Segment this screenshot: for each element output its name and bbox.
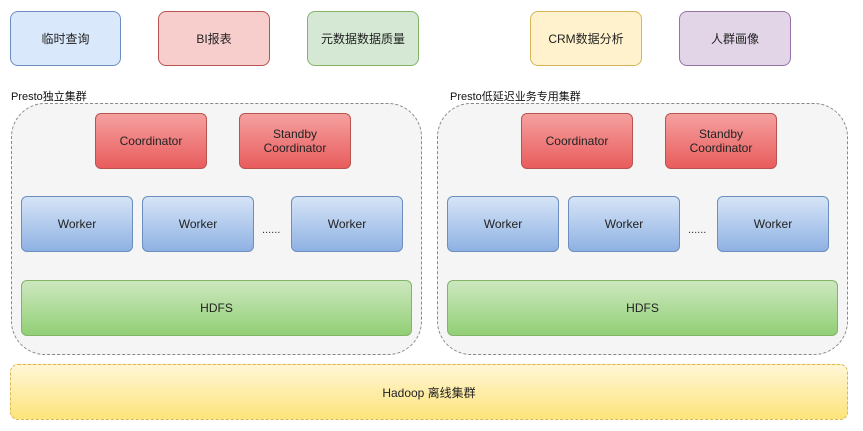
coordinator-node: Coordinator (95, 113, 207, 169)
app-label: CRM数据分析 (548, 32, 624, 46)
base-label: Hadoop 离线集群 (382, 385, 476, 400)
hdfs-storage: HDFS (21, 280, 412, 336)
node-label: Worker (753, 217, 793, 231)
cluster-label: Presto独立集群 (11, 91, 87, 103)
ellipsis: ...... (688, 224, 707, 236)
node-label: Standby Coordinator (263, 127, 327, 155)
worker-node: Worker (142, 196, 254, 252)
node-label: Worker (57, 217, 97, 231)
storage-label: HDFS (626, 301, 659, 315)
app-label: 元数据数据质量 (320, 32, 405, 46)
app-bi-report: BI报表 (158, 11, 270, 66)
node-label: Worker (178, 217, 218, 231)
app-ad-hoc-query: 临时查询 (10, 11, 121, 66)
storage-label: HDFS (200, 301, 233, 315)
worker-node: Worker (291, 196, 403, 252)
hdfs-storage: HDFS (447, 280, 838, 336)
app-crm-analysis: CRM数据分析 (530, 11, 642, 66)
worker-node: Worker (717, 196, 829, 252)
node-label: Coordinator (545, 134, 609, 148)
hadoop-offline-cluster: Hadoop 离线集群 (10, 364, 848, 420)
app-crowd-portrait: 人群画像 (679, 11, 791, 66)
node-label: Worker (327, 217, 367, 231)
worker-node: Worker (21, 196, 133, 252)
app-metadata-quality: 元数据数据质量 (307, 11, 419, 66)
node-label: Worker (483, 217, 523, 231)
app-label: 临时查询 (41, 32, 90, 46)
cluster-label: Presto低延迟业务专用集群 (450, 91, 581, 103)
standby-coordinator-node: Standby Coordinator (665, 113, 777, 169)
node-label: Standby Coordinator (689, 127, 753, 155)
app-label: 人群画像 (710, 32, 759, 46)
node-label: Coordinator (119, 134, 183, 148)
node-label: Worker (604, 217, 644, 231)
coordinator-node: Coordinator (521, 113, 633, 169)
worker-node: Worker (568, 196, 680, 252)
ellipsis: ...... (262, 224, 281, 236)
app-label: BI报表 (196, 32, 232, 46)
worker-node: Worker (447, 196, 559, 252)
standby-coordinator-node: Standby Coordinator (239, 113, 351, 169)
